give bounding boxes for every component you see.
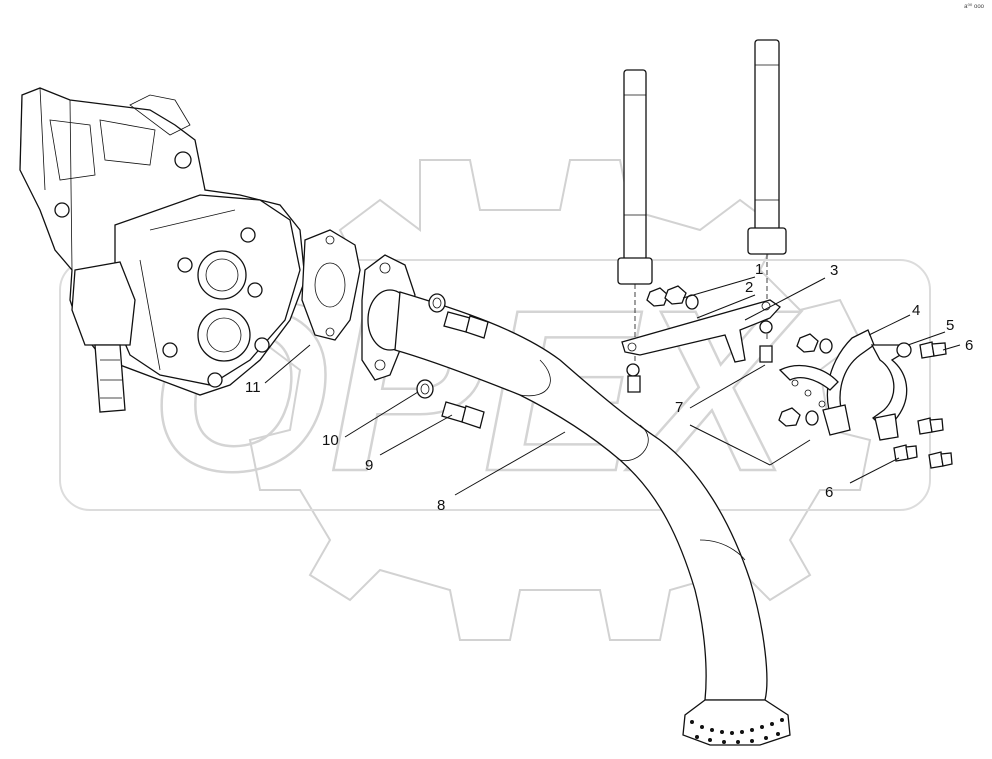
callout-6-upper: 6: [965, 337, 973, 354]
callout-3: 3: [830, 262, 838, 279]
support-bracket: [621, 299, 781, 363]
callout-1: 1: [755, 261, 763, 278]
callout-4: 4: [912, 302, 920, 319]
suction-pipe: [361, 254, 791, 746]
callout-10: 10: [322, 432, 339, 449]
flange-gasket: [301, 229, 361, 341]
mounting-studs: [617, 39, 787, 380]
callout-6-lower: 6: [825, 484, 833, 501]
callout-8: 8: [437, 497, 445, 514]
corner-code: a⁰⁰ ooo: [964, 4, 984, 10]
callout-2: 2: [745, 279, 753, 296]
callout-labels: 1 2 3 4 5 6 6 7 8 9 10 11: [245, 261, 973, 514]
bracket-nuts: [626, 285, 773, 393]
leader-lines: [264, 276, 961, 496]
watermark-gear: [248, 159, 872, 641]
pipe-clamp: [778, 329, 908, 441]
callout-5: 5: [946, 317, 954, 334]
callout-9: 9: [365, 457, 373, 474]
clamp-fasteners: [778, 333, 953, 469]
callout-7: 7: [675, 399, 683, 416]
strainer-holes: [690, 718, 784, 744]
callout-11: 11: [245, 379, 261, 396]
flange-washers: [416, 293, 446, 399]
oil-pump-assembly: [19, 87, 306, 413]
